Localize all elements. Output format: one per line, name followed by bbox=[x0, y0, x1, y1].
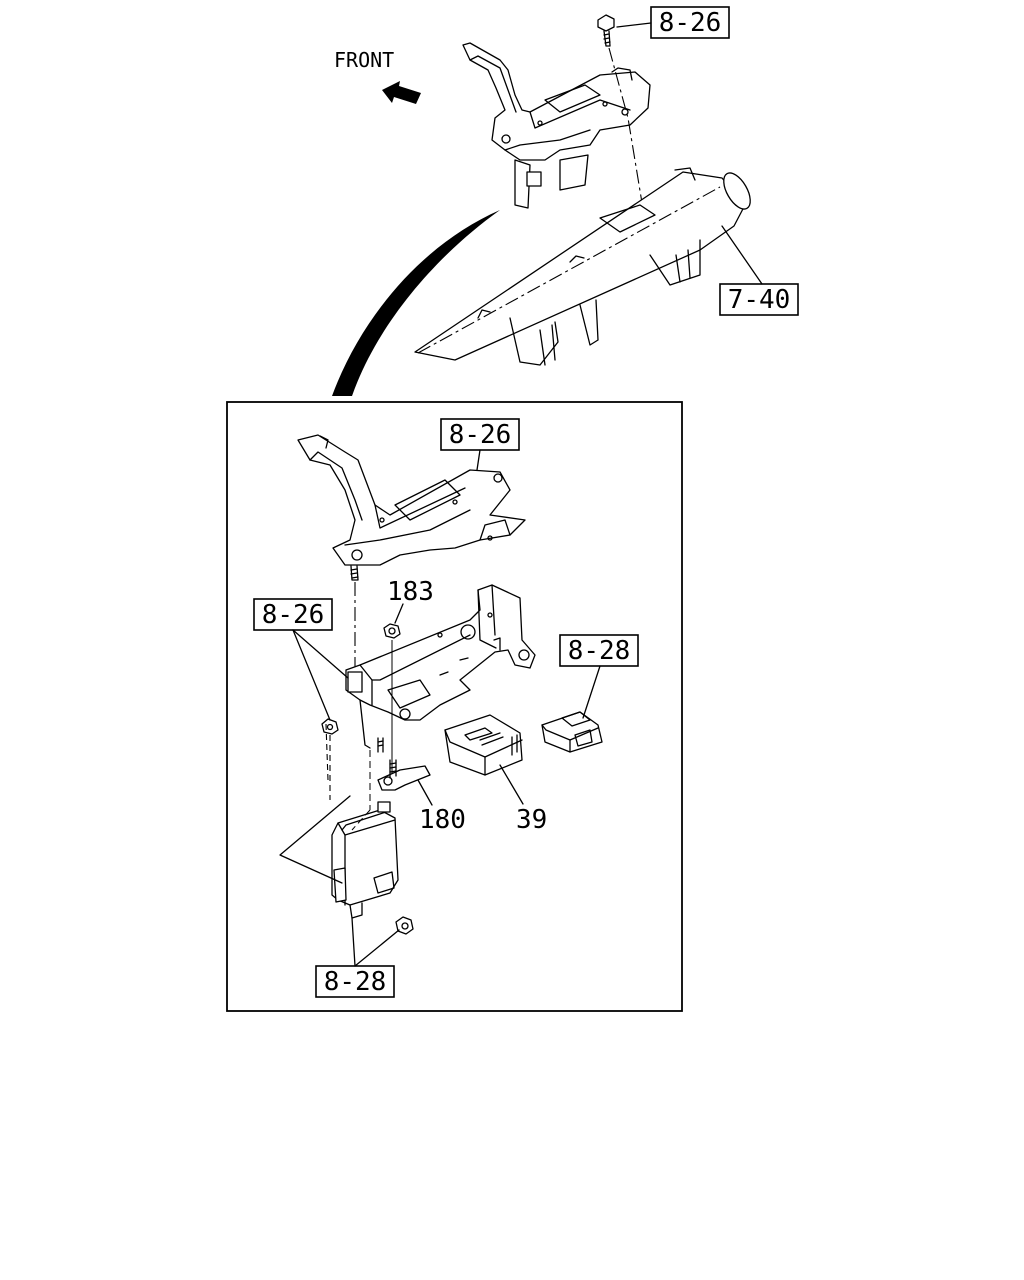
callout-module-8-28: 8-28 bbox=[315, 917, 400, 998]
connector-right bbox=[541, 711, 603, 753]
callout-inset-bracket-8-26: 8-26 bbox=[440, 418, 520, 471]
part-180-label: 180 bbox=[419, 805, 466, 835]
module-nut-icon bbox=[395, 916, 414, 935]
pipe-ref-label: 7-40 bbox=[728, 285, 791, 315]
clip-180 bbox=[377, 737, 431, 791]
relay-39 bbox=[444, 714, 523, 776]
front-arrow-icon bbox=[382, 81, 421, 104]
inset-nut-ref-label: 8-26 bbox=[262, 600, 325, 630]
zoom-curve bbox=[332, 210, 500, 396]
module-leader-left bbox=[279, 795, 351, 884]
front-indicator: FRONT bbox=[334, 48, 421, 104]
inset-module-ref-label: 8-28 bbox=[324, 967, 387, 997]
callout-pipe-7-40: 7-40 bbox=[719, 225, 799, 316]
callout-inset-nut-8-26: 8-26 bbox=[253, 598, 349, 721]
front-label: FRONT bbox=[334, 48, 394, 72]
inset-bracket-ref-label: 8-26 bbox=[449, 420, 512, 450]
inset-relay-ref-label: 8-28 bbox=[568, 636, 631, 666]
callout-183: 183 bbox=[387, 577, 434, 624]
callout-39: 39 bbox=[499, 764, 547, 835]
inset-frame bbox=[226, 401, 683, 1012]
top-bracket bbox=[462, 42, 651, 209]
control-module bbox=[331, 801, 399, 919]
inset-upper-bracket bbox=[297, 434, 526, 566]
top-bolt-icon bbox=[597, 14, 615, 47]
callout-top-8-26: 8-26 bbox=[616, 6, 730, 39]
callout-relay-8-28: 8-28 bbox=[559, 634, 639, 719]
nut-183-icon bbox=[383, 623, 401, 639]
part-39-label: 39 bbox=[516, 805, 547, 835]
callout-180: 180 bbox=[417, 779, 466, 835]
top-ref-label: 8-26 bbox=[659, 8, 722, 38]
nut-left-icon bbox=[321, 718, 339, 735]
inset-upper-bolt-icon bbox=[350, 565, 359, 581]
part-183-label: 183 bbox=[387, 577, 434, 607]
inset-lower-bracket bbox=[345, 584, 536, 749]
cross-member-pipe bbox=[414, 167, 751, 366]
